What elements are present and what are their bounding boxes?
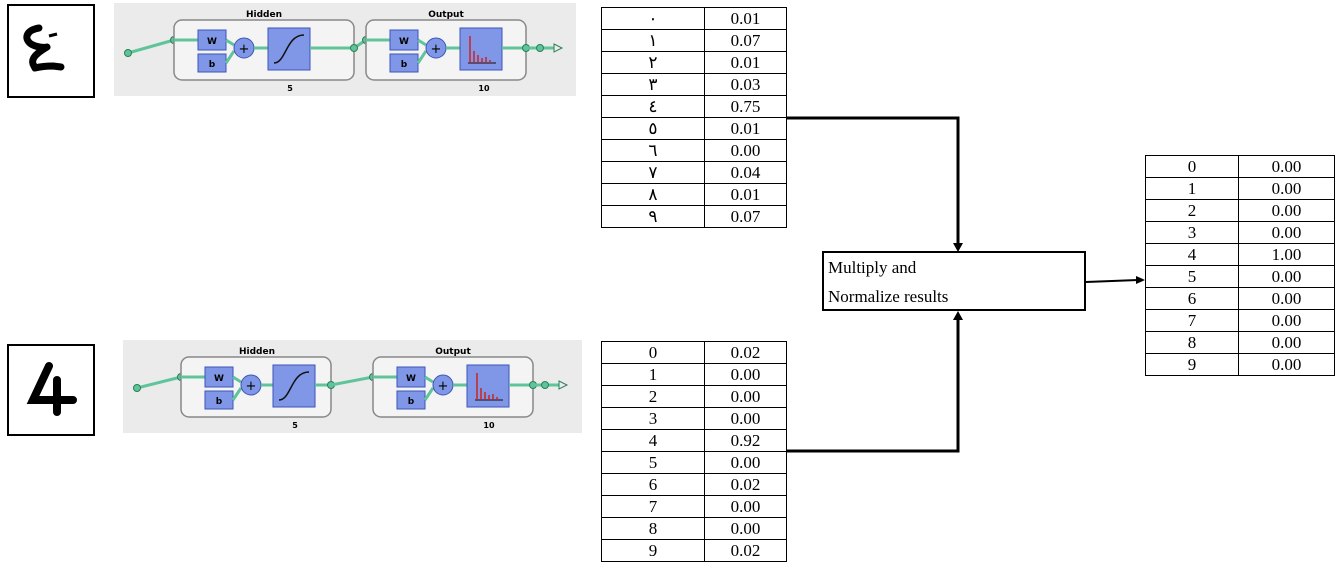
output-arrow-icon [553,43,564,53]
bottom-connector-line [787,317,960,453]
bottom-network-diagram: Hidden W b + 5 Output W b + [123,340,582,433]
multiply-normalize-box: Multiply and Normalize results [822,251,1086,311]
probability-value: 0.01 [704,183,787,206]
operation-line-2: Normalize results [828,287,949,306]
result-connector-line [1085,279,1139,283]
hidden-title: Hidden [239,347,275,357]
arabic-digit-four-icon [23,24,65,72]
output-arrow-icon [558,380,569,390]
probability-value: 0.07 [704,205,787,228]
top-connector-line [787,116,960,246]
top-network-diagram: Hidden W b + 5 Output W b + [114,3,576,96]
probability-value: 0.01 [704,7,787,30]
hidden-size-label: 5 [292,421,298,430]
probability-value: 0.00 [1238,199,1335,222]
probability-value: 0.00 [1238,287,1335,310]
weight-label: W [214,374,224,384]
input-node-icon [124,49,132,57]
output-title: Output [435,347,471,357]
down-arrow-icon [953,243,963,252]
svg-text:+: + [438,379,449,394]
svg-text:b: b [408,397,415,407]
bias-label: b [216,397,223,407]
probability-value: 0.00 [704,363,787,386]
input-node-icon [133,384,141,392]
latin-digit-image [7,344,95,436]
input-wire [127,38,175,55]
svg-text:+: + [431,42,442,57]
right-arrow-icon [1136,276,1145,284]
probability-value: 0.02 [704,341,787,364]
bias-label: b [209,60,216,70]
svg-text:W: W [406,374,416,384]
up-arrow-icon [953,311,963,320]
svg-text:+: + [246,379,257,394]
latin-digit-four-icon [26,362,77,416]
output-title: Output [428,10,464,20]
arabic-digit-image [7,4,95,98]
probability-value: 0.00 [704,407,787,430]
svg-text:W: W [399,37,409,47]
probability-value: 0.92 [704,429,787,452]
output-size-label: 10 [483,421,495,430]
hidden-title: Hidden [246,10,282,20]
probability-value: 0.00 [704,139,787,162]
output-size-label: 10 [478,84,490,93]
probability-value: 0.00 [1238,353,1335,376]
probability-value: 0.02 [704,473,787,496]
svg-text:+: + [239,42,250,57]
svg-text:b: b [401,60,408,70]
probability-value: 0.07 [704,29,787,52]
weight-label: W [207,37,217,47]
probability-value: 0.04 [704,161,787,184]
operation-line-1: Multiply and [828,258,917,277]
class-label: 9 [1145,353,1239,376]
hidden-size-label: 5 [287,84,293,93]
probability-value: 0.02 [704,539,787,562]
probability-value: 0.00 [1238,155,1335,178]
